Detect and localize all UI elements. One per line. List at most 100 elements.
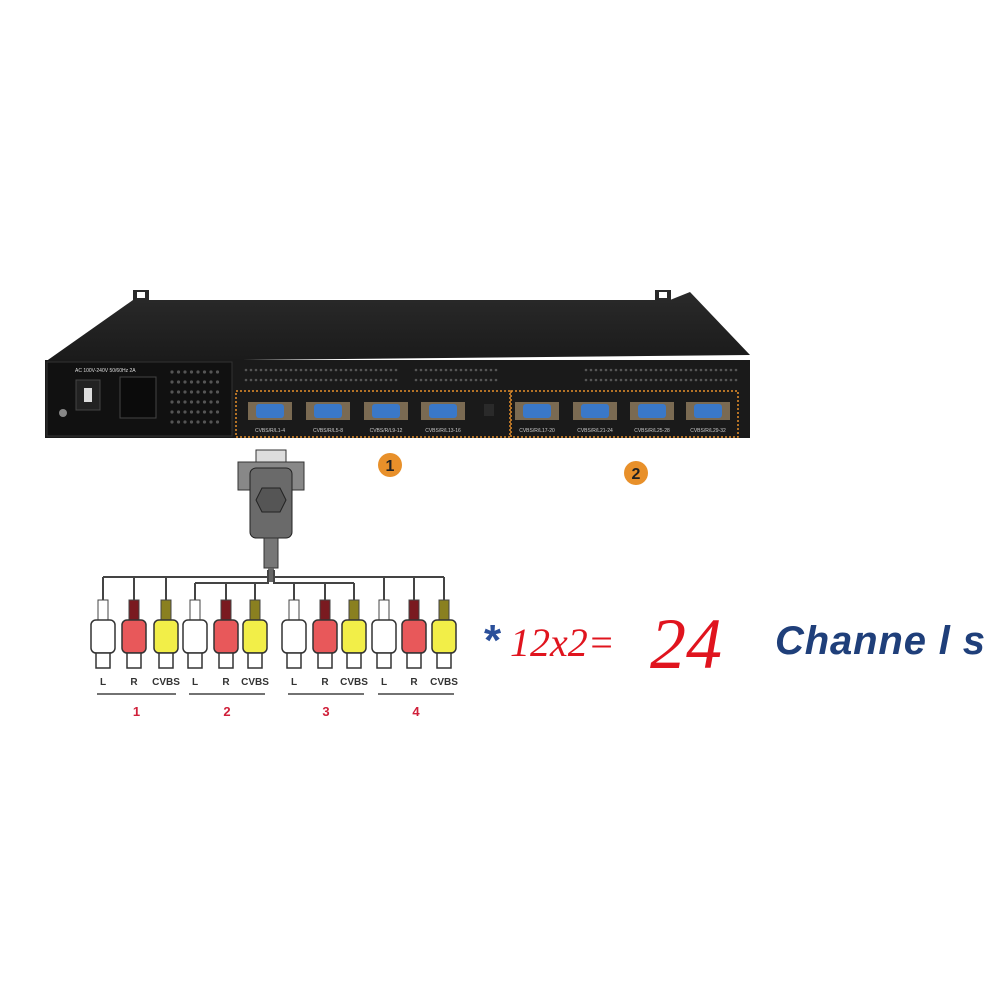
vent-hole [649, 368, 653, 372]
vent-grille [170, 370, 220, 424]
vent-hole [679, 378, 683, 382]
vent-hole [729, 368, 733, 372]
rca-plug: CVBS [340, 583, 368, 688]
vent-hole [279, 368, 283, 372]
vent-hole [714, 368, 718, 372]
vent-hole [176, 410, 181, 414]
vent-hole [196, 420, 200, 424]
vent-hole [639, 368, 643, 372]
rca-plug: CVBS [430, 577, 458, 688]
vent-hole [629, 378, 633, 382]
vent-hole [202, 370, 207, 374]
vent-hole [439, 368, 443, 372]
channel-formula: * 12x2= 24 Channe l s [484, 604, 985, 684]
vent-hole [699, 378, 703, 382]
vent-hole [299, 368, 303, 372]
vent-hole [724, 368, 728, 372]
vent-hole [189, 370, 194, 374]
vent-hole [389, 368, 393, 372]
port-label: CVBS/R/L5-8 [313, 428, 343, 434]
vent-hole [183, 410, 187, 414]
vent-hole [379, 378, 383, 382]
vent-hole [319, 378, 323, 382]
db-port: CVBS/R/L1-4 [248, 402, 292, 434]
vent-hole [449, 368, 453, 372]
chassis-top [45, 292, 750, 362]
vent-hole [609, 368, 613, 372]
vent-hole [339, 368, 343, 372]
vent-hole [599, 368, 603, 372]
vent-hole [719, 378, 723, 382]
vent-hole [249, 368, 253, 372]
db-port: CVBS/R/L21-24 [573, 402, 617, 434]
vent-hole [344, 368, 348, 372]
vent-hole [719, 368, 723, 372]
vent-hole [709, 368, 713, 372]
vent-hole [644, 378, 648, 382]
badge-number: 1 [386, 458, 395, 475]
vent-hole [170, 380, 174, 384]
vent-hole [329, 378, 333, 382]
rca-plug: L [371, 577, 397, 688]
vent-hole [664, 378, 668, 382]
vent-hole [594, 378, 598, 382]
vent-hole [459, 368, 463, 372]
vent-hole [729, 378, 733, 382]
vent-hole [464, 378, 468, 382]
vent-hole [419, 378, 423, 382]
vent-hole [289, 368, 293, 372]
port-label: CVBS/R/L25-28 [634, 428, 670, 434]
vent-hole [649, 378, 653, 382]
vent-hole [424, 368, 428, 372]
vent-hole [474, 368, 478, 372]
vent-hole [176, 390, 181, 394]
vent-hole [604, 368, 608, 372]
vent-hole [314, 368, 318, 372]
vent-hole [284, 378, 288, 382]
vent-hole [209, 370, 213, 374]
vent-hole [254, 368, 258, 372]
vent-hole [624, 378, 628, 382]
vent-hole [202, 410, 207, 414]
vent-hole [359, 378, 363, 382]
port-label: CVBS/R/L29-32 [690, 428, 726, 434]
vent-hole [434, 378, 438, 382]
vent-hole [484, 378, 488, 382]
vent-hole [449, 378, 453, 382]
rca-plug: R [213, 583, 239, 688]
vent-hole [196, 400, 200, 404]
port-label: CVBS/R/L17-20 [519, 428, 555, 434]
vent-hole [604, 378, 608, 382]
plug-label: R [410, 677, 418, 688]
vent-hole [196, 370, 200, 374]
vent-hole [176, 370, 181, 374]
vent-hole [249, 378, 253, 382]
port-label: CVBS/R/L21-24 [577, 428, 613, 434]
vent-hole [319, 368, 323, 372]
vent-hole [379, 368, 383, 372]
vent-hole [244, 368, 248, 372]
vent-hole [324, 368, 328, 372]
vent-hole [634, 368, 638, 372]
vent-hole [594, 368, 598, 372]
vent-hole [474, 378, 478, 382]
vent-hole [464, 368, 468, 372]
vent-hole [654, 368, 658, 372]
port-group-1-outline [235, 390, 511, 438]
plug-label: R [321, 677, 329, 688]
port-label: CVBS/R/L13-16 [425, 428, 461, 434]
vent-hole [202, 420, 207, 424]
db-port: CVBS/R/L13-16 [421, 402, 465, 434]
vent-hole [614, 378, 618, 382]
rca-plug: R [312, 583, 338, 688]
channels-label: Channe l s [775, 619, 985, 663]
plug-label: CVBS [152, 677, 180, 688]
rca-plug: R [121, 577, 147, 688]
vent-hole [304, 368, 308, 372]
vent-hole [202, 400, 207, 404]
vent-hole [364, 368, 368, 372]
vent-hole [394, 378, 398, 382]
vent-hole [684, 378, 688, 382]
vent-hole [629, 368, 633, 372]
vent-hole [444, 378, 448, 382]
